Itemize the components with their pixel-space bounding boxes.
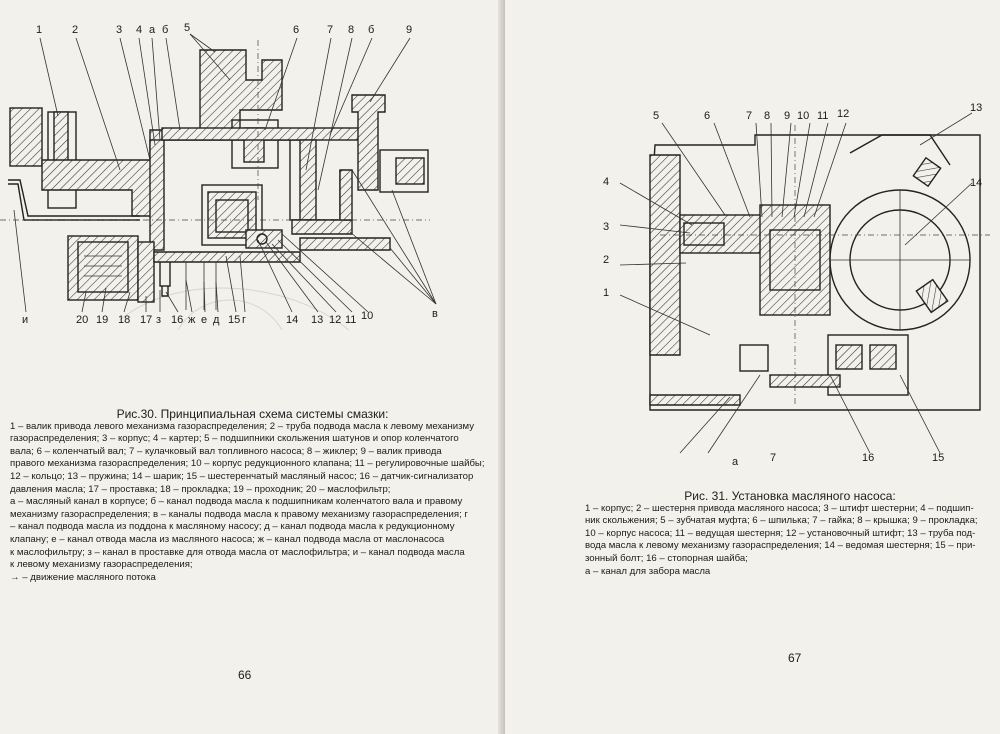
callout-6: 6 [704, 110, 711, 122]
callout-13: 13 [970, 102, 983, 114]
caption-line: правого механизма газораспределения; 10 … [10, 458, 485, 470]
callout-14: 14 [970, 177, 983, 189]
caption-line: а – масляный канал в корпусе; б – канал … [10, 496, 463, 508]
callout-8: 8 [348, 24, 355, 36]
caption-line: ник скольжения; 5 – зубчатая муфта; 6 – … [585, 515, 978, 527]
callout-4: 4 [136, 24, 143, 36]
callout-5: 5 [653, 110, 660, 122]
callout-14: 14 [286, 314, 299, 326]
callout-7-bottom: 7 [770, 452, 777, 464]
caption-line: вала; 6 – коленчатый вал; 7 – кулачковый… [10, 445, 442, 457]
caption-line: к маслофильтру; з – канал в проставке дл… [10, 546, 465, 558]
callout-1: 1 [36, 24, 43, 36]
callout-zh: ж [188, 314, 196, 326]
callout-18: 18 [118, 314, 131, 326]
callout-9: 9 [406, 24, 413, 36]
caption-title: Рис.30. Принципиальная схема системы сма… [116, 407, 389, 421]
caption-line: к левому механизму газораспределения; [10, 559, 193, 571]
callout-12: 12 [837, 108, 850, 120]
callout-8: 8 [764, 110, 771, 122]
caption-line: → – движение масляного потока [10, 571, 156, 583]
callout-b: б [162, 24, 169, 36]
callout-20: 20 [76, 314, 89, 326]
caption-line: а – канал для забора масла [585, 565, 711, 577]
page-number-right: 67 [788, 651, 802, 665]
callout-15: 15 [932, 452, 945, 464]
page-number-left: 66 [238, 668, 252, 682]
callout-6: 6 [293, 24, 300, 36]
callout-z: з [156, 314, 162, 326]
caption-title: Рис. 31. Установка масляного насоса: [684, 489, 896, 503]
callout-11: 11 [817, 110, 829, 122]
callout-2: 2 [603, 254, 610, 266]
callout-7: 7 [327, 24, 334, 36]
callout-b-right: б [368, 24, 375, 36]
figure-31-caption: Рис. 31. Установка масляного насоса: 1 –… [585, 490, 995, 578]
left-page: 1 2 3 4 а б 5 6 7 8 б 9 и 20 19 18 17 з … [0, 0, 505, 734]
callout-a: а [149, 24, 156, 36]
caption-line: зонный болт; 16 – стопорная шайба; [585, 552, 748, 564]
figure-30-caption: Рис.30. Принципиальная схема системы сма… [10, 408, 495, 584]
callout-4: 4 [603, 176, 610, 188]
lubrication-system-diagram [0, 33, 437, 330]
callout-11: 11 [345, 314, 357, 326]
caption-line: 10 – корпус насоса; 11 – ведущая шестерн… [585, 527, 976, 539]
callout-i: и [22, 314, 29, 326]
callout-2: 2 [72, 24, 79, 36]
right-page: 5 6 7 8 9 10 11 12 13 4 3 2 1 14 а 7 16 … [505, 0, 1000, 734]
caption-line: механизму газораспределения; в – каналы … [10, 508, 468, 520]
caption-line: клапану; е – канал отвода масла из масля… [10, 533, 445, 545]
callout-e: е [201, 314, 208, 326]
caption-line: 1 – валик привода левого механизма газор… [10, 420, 475, 432]
callout-7: 7 [746, 110, 753, 122]
callout-d: д [213, 314, 220, 326]
oil-pump-installation-diagram [619, 112, 990, 454]
callout-9: 9 [784, 110, 791, 122]
callout-16: 16 [862, 452, 875, 464]
caption-line: 12 – кольцо; 13 – пружина; 14 – шарик; 1… [10, 470, 474, 482]
callout-10: 10 [797, 110, 810, 122]
callout-10: 10 [361, 310, 374, 322]
caption-line: – канал подвода масла из поддона к масля… [10, 521, 455, 533]
caption-line: газораспределения; 3 – корпус; 4 – карте… [10, 433, 459, 445]
callout-17: 17 [140, 314, 153, 326]
caption-line: 1 – корпус; 2 – шестерня привода масляно… [585, 502, 974, 514]
callout-a: а [732, 456, 739, 468]
callout-5: 5 [184, 22, 191, 34]
callout-13: 13 [311, 314, 324, 326]
callout-g: г [242, 314, 247, 326]
callout-1: 1 [603, 287, 610, 299]
callout-19: 19 [96, 314, 109, 326]
callout-15: 15 [228, 314, 241, 326]
caption-line: вода масла к левому механизму газораспре… [585, 540, 976, 552]
callout-3: 3 [116, 24, 123, 36]
callout-16: 16 [171, 314, 184, 326]
callout-3: 3 [603, 221, 610, 233]
callout-12: 12 [329, 314, 342, 326]
caption-line: давления масла; 17 – проставка; 18 – про… [10, 483, 391, 495]
callout-v: в [432, 308, 438, 320]
